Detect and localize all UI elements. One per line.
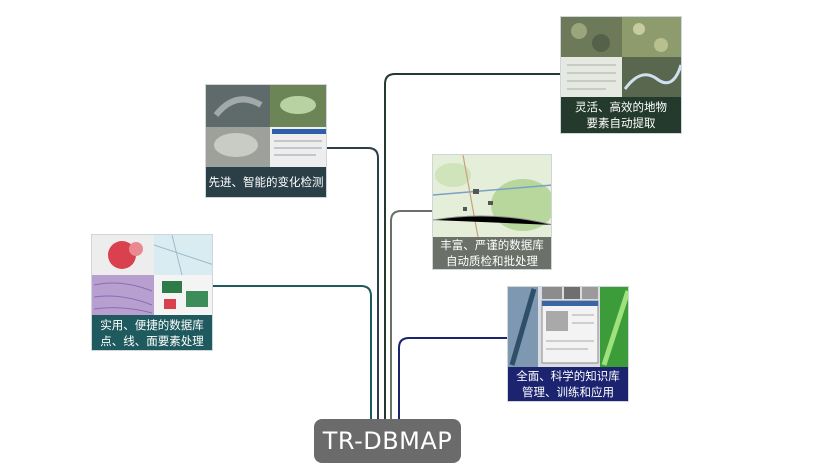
card-change-detection[interactable]: 先进、智能的变化检测 — [205, 84, 327, 198]
connector-database-qc — [390, 210, 432, 420]
caption-change-detection: 先进、智能的变化检测 — [206, 167, 326, 197]
caption-line: 灵活、高效的地物 — [575, 100, 667, 114]
caption-line: 全面、科学的知识库 — [516, 369, 620, 383]
aerial-change-image — [206, 85, 326, 167]
card-feature-processing[interactable]: 实用、便捷的数据库 点、线、面要素处理 — [91, 234, 213, 351]
caption-feature-processing: 实用、便捷的数据库 点、线、面要素处理 — [92, 315, 212, 350]
caption-database-qc: 丰富、严谨的数据库 自动质检和批处理 — [433, 237, 551, 269]
root-node[interactable]: TR-DBMAP — [314, 419, 461, 463]
connector-change-detection — [327, 147, 379, 420]
caption-line: 丰富、严谨的数据库 — [440, 238, 544, 252]
vector-map-tiles-image — [92, 235, 212, 315]
caption-line: 管理、训练和应用 — [522, 385, 614, 399]
connector-feature-processing — [213, 285, 372, 420]
caption-extraction: 灵活、高效的地物 要素自动提取 — [561, 97, 681, 133]
topographic-map-image — [433, 155, 551, 237]
card-database-qc[interactable]: 丰富、严谨的数据库 自动质检和批处理 — [432, 154, 552, 270]
caption-line: 点、线、面要素处理 — [100, 333, 204, 348]
caption-line: 要素自动提取 — [586, 116, 656, 130]
caption-line: 自动质检和批处理 — [446, 254, 538, 268]
card-extraction[interactable]: 灵活、高效的地物 要素自动提取 — [560, 16, 682, 134]
caption-line: 先进、智能的变化检测 — [208, 175, 324, 189]
knowledge-screens-image — [508, 287, 628, 367]
connector-knowledge-base — [398, 337, 507, 420]
caption-line: 实用、便捷的数据库 — [100, 317, 204, 332]
root-label: TR-DBMAP — [322, 427, 453, 455]
caption-knowledge-base: 全面、科学的知识库 管理、训练和应用 — [508, 367, 628, 401]
connector-extraction — [384, 73, 560, 420]
card-knowledge-base[interactable]: 全面、科学的知识库 管理、训练和应用 — [507, 286, 629, 402]
satellite-tiles-image — [561, 17, 681, 97]
